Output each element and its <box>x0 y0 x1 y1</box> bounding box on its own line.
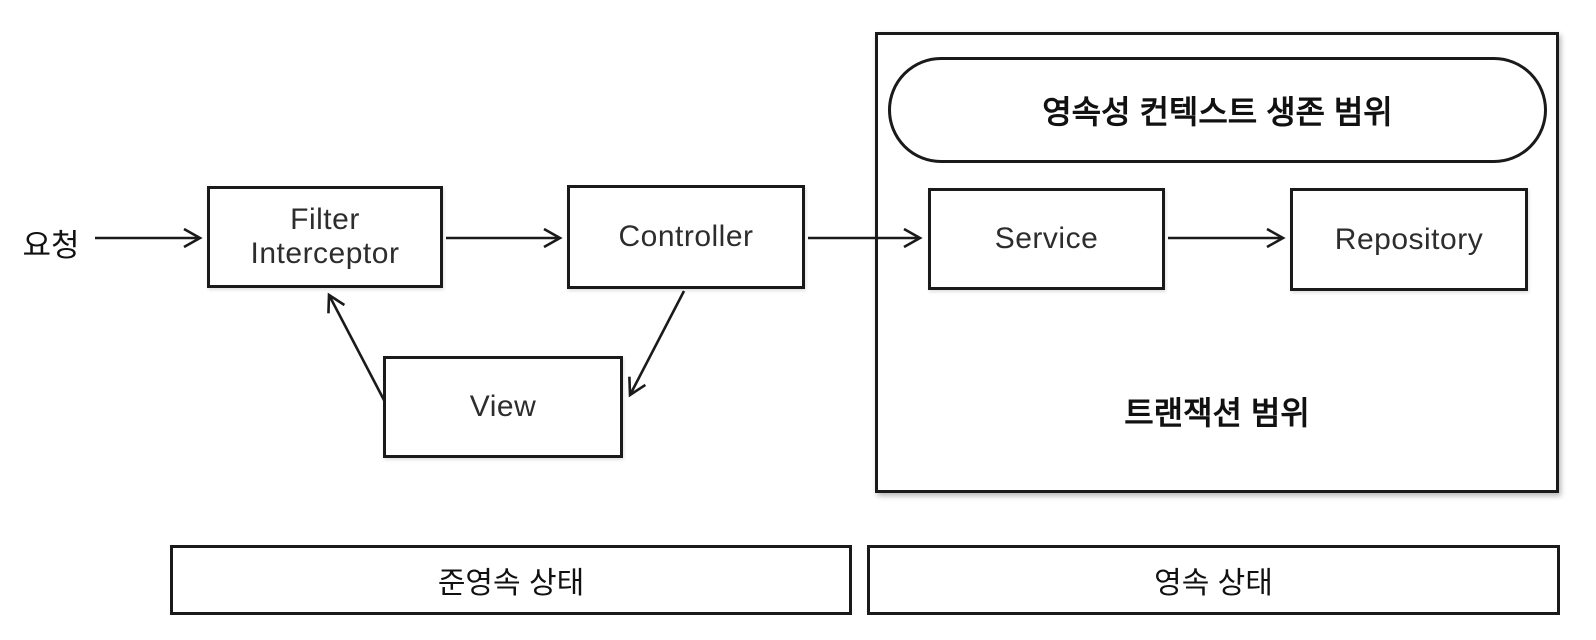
service-label: Service <box>994 222 1099 255</box>
persistence-context-label: 영속성 컨텍스트 생존 범위 <box>1042 94 1393 130</box>
view-node: View <box>383 356 623 458</box>
detached-state-label: 준영속 상태 <box>437 567 585 600</box>
controller-label: Controller <box>618 220 754 253</box>
filter-interceptor-node: Filter Interceptor <box>207 186 443 288</box>
persistent-state-box: 영속 상태 <box>867 545 1560 615</box>
detached-state-box: 준영속 상태 <box>170 545 852 615</box>
transaction-scope-label: 트랜잭션 범위 <box>1124 395 1310 431</box>
view-label: View <box>469 390 537 423</box>
arrow-controller-to-view <box>628 290 686 398</box>
controller-node: Controller <box>567 185 805 289</box>
filter-label-line1: Filter <box>290 203 360 236</box>
repository-label: Repository <box>1334 222 1484 256</box>
persistent-state-label: 영속 상태 <box>1154 567 1273 600</box>
repository-node: Repository <box>1290 188 1528 291</box>
arrow-view-to-filter <box>327 292 387 403</box>
filter-label-line2: Interceptor <box>250 237 400 270</box>
persistence-context-ellipse: 영속성 컨텍스트 생존 범위 <box>888 57 1547 163</box>
service-node: Service <box>928 188 1165 290</box>
request-label: 요청 <box>22 228 80 263</box>
